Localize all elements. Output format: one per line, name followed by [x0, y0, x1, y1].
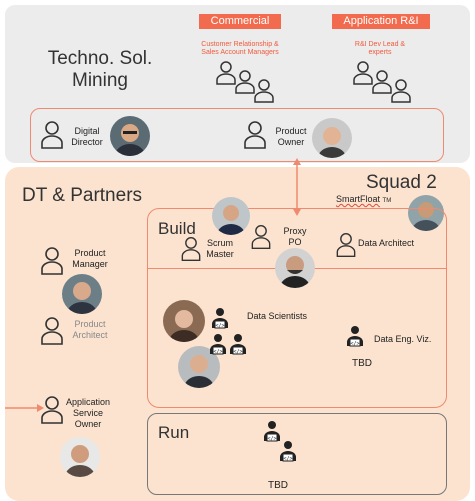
digital-director-label: Digital Director	[62, 126, 112, 148]
application-ri-subtitle: R&I Dev Lead & experts	[340, 41, 420, 57]
developer-icon: </>	[230, 334, 246, 355]
data-eng-viz-label: Data Eng. Viz.	[374, 334, 432, 344]
scrum-master-line-2: Master	[206, 249, 234, 259]
proxy-po-person-icon	[251, 225, 271, 249]
application-ri-group-icon	[353, 61, 411, 103]
build-box	[147, 208, 447, 408]
product-owner-label: Product Owner	[266, 126, 316, 148]
scrum-master-label: Scrum Master	[202, 238, 238, 260]
service-owner-line-2: Service	[72, 408, 103, 418]
svg-text:</>: </>	[233, 349, 242, 355]
title-line-1: Techno. Sol.	[47, 48, 153, 69]
svg-text:</>: </>	[213, 349, 222, 355]
product-manager-line-2: Manager	[72, 259, 108, 269]
svg-text:</>: </>	[350, 341, 359, 347]
developer-icon: </>	[210, 334, 226, 355]
digital-director-line-2: Director	[71, 137, 103, 147]
developer-icon: </>	[347, 326, 363, 347]
product-manager-avatar	[62, 274, 102, 314]
commercial-tag: Commercial	[199, 14, 281, 29]
appri-sub-line-1: R&I Dev Lead &	[354, 41, 406, 48]
proxy-po-label: Proxy PO	[280, 226, 310, 248]
techno-sol-mining-panel	[5, 5, 470, 163]
run-tbd: TBD	[268, 480, 288, 491]
digital-director-person-icon	[41, 121, 63, 149]
commercial-group-icon	[216, 61, 274, 103]
product-architect-line-1: Product	[74, 319, 106, 329]
service-owner-avatar	[60, 437, 100, 477]
service-owner-line-3: Owner	[74, 419, 102, 429]
proxy-po-avatar	[275, 248, 315, 288]
scrum-master-line-1: Scrum	[206, 238, 233, 248]
product-owner-person-icon	[244, 121, 266, 149]
build-title: Build	[158, 219, 196, 238]
developer-icon: </>	[280, 441, 296, 462]
product-architect-line-2: Architect	[72, 330, 108, 340]
data-architect-label: Data Architect	[358, 238, 415, 248]
developer-icon: </>	[264, 421, 280, 442]
squad-subtitle: SmartFloat TM	[336, 194, 391, 204]
developer-icon: </>	[212, 308, 228, 329]
scrum-master-avatar	[212, 197, 250, 235]
appri-sub-line-2: experts	[368, 49, 392, 56]
product-manager-label: Product Manager	[66, 248, 114, 270]
proxy-po-line-1: Proxy	[283, 226, 307, 236]
service-owner-person-icon	[41, 396, 63, 424]
product-owner-line-1: Product	[275, 126, 307, 136]
scrum-master-person-icon	[181, 237, 201, 261]
proxy-po-line-2: PO	[288, 237, 302, 247]
svg-text:</>: </>	[267, 436, 276, 442]
run-title: Run	[158, 423, 190, 442]
commercial-sub-line-1: Customer Relationship &	[201, 41, 279, 48]
product-manager-line-1: Product	[74, 248, 106, 258]
product-architect-label: Product Architect	[66, 319, 114, 341]
data-eng-viz-tbd: TBD	[352, 358, 372, 369]
product-owner-avatar	[312, 118, 352, 158]
po-proxy-connector-arrow	[293, 158, 301, 216]
product-manager-person-icon	[41, 247, 63, 275]
service-owner-label: Application Service Owner	[58, 397, 118, 430]
title-line-2: Mining	[72, 70, 128, 91]
smartfloat-label: SmartFloat	[336, 194, 381, 204]
leadership-box	[30, 108, 444, 162]
techno-sol-mining-title: Techno. Sol. Mining	[30, 48, 170, 92]
squad-title: Squad 2	[366, 172, 437, 193]
run-box	[147, 413, 447, 495]
data-scientists-label: Data Scientists	[247, 311, 308, 321]
service-owner-line-1: Application	[65, 397, 111, 407]
digital-director-line-1: Digital	[74, 126, 100, 136]
product-owner-line-2: Owner	[277, 137, 305, 147]
data-scientist-avatar-2	[178, 346, 220, 388]
service-owner-arrow	[5, 404, 44, 412]
application-ri-tag: Application R&I	[332, 14, 430, 29]
svg-text:</>: </>	[215, 323, 224, 329]
data-scientist-avatar-1	[163, 300, 205, 342]
product-architect-person-icon	[41, 317, 63, 345]
svg-text:</>: </>	[283, 456, 292, 462]
commercial-sub-line-2: Sales Account Managers	[201, 49, 279, 56]
trademark-mark: TM	[382, 198, 392, 204]
digital-director-avatar	[110, 116, 150, 156]
data-architect-person-icon	[336, 233, 356, 257]
commercial-subtitle: Customer Relationship & Sales Account Ma…	[190, 41, 290, 57]
dt-partners-title: DT & Partners	[22, 185, 143, 206]
